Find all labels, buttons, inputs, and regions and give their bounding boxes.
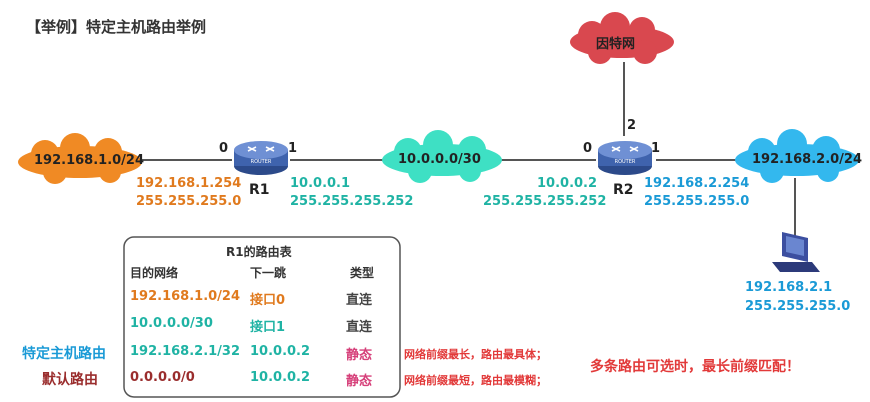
routing-table-header-dest: 目的网络	[130, 266, 179, 280]
routing-table-frame	[123, 236, 401, 398]
r2-port1: 1	[651, 141, 661, 156]
table-row-2-type: 直连	[346, 320, 373, 335]
table-row-4-type: 静态	[346, 374, 373, 389]
table-row-3-next: 10.0.0.2	[250, 344, 311, 359]
routing-table-title: R1的路由表	[226, 245, 292, 259]
table-row-3-type: 静态	[346, 348, 373, 363]
host-ip: 192.168.2.1	[745, 280, 833, 295]
router-r2-name: R2	[613, 182, 634, 198]
r2-if0-ip: 10.0.0.2	[537, 176, 598, 191]
r1-if0-ip: 192.168.1.254	[136, 176, 242, 191]
cloud-left-label: 192.168.1.0/24	[34, 153, 145, 168]
cloud-net-mid	[382, 130, 502, 183]
r2-if1-ip: 192.168.2.254	[644, 176, 750, 191]
table-row-1-dest: 192.168.1.0/24	[130, 289, 241, 304]
note-shortest-prefix: 网络前缀最短，路由最模糊；	[404, 374, 547, 387]
r2-port0: 0	[583, 141, 593, 156]
r2-if1-mask: 255.255.255.0	[644, 194, 750, 209]
r1-if0-mask: 255.255.255.0	[136, 194, 242, 209]
table-row-1-next: 接口0	[250, 293, 286, 308]
r1-port1: 1	[288, 141, 298, 156]
label-default-route: 默认路由	[42, 372, 98, 388]
table-row-3-dest: 192.168.2.1/32	[130, 344, 241, 359]
table-row-2-next: 接口1	[250, 320, 286, 335]
note-longest-prefix-match: 多条路由可选时，最长前缀匹配！	[590, 359, 800, 375]
r1-if1-ip: 10.0.0.1	[290, 176, 351, 191]
table-row-4-dest: 0.0.0.0/0	[130, 370, 195, 385]
r1-port0: 0	[219, 141, 229, 156]
table-row-4-next: 10.0.0.2	[250, 370, 311, 385]
cloud-internet-label: 因特网	[596, 37, 636, 52]
table-row-1-type: 直连	[346, 293, 373, 308]
cloud-right-label: 192.168.2.0/24	[752, 152, 863, 167]
router-r2-icon: ROUTER	[598, 141, 652, 175]
table-row-2-dest: 10.0.0.0/30	[130, 316, 213, 331]
cloud-net-left	[18, 133, 142, 184]
r1-if1-mask: 255.255.255.252	[290, 194, 414, 209]
label-host-route: 特定主机路由	[22, 346, 106, 362]
r2-port2: 2	[627, 118, 637, 133]
router-r1-icon-text: ROUTER	[251, 159, 272, 165]
cloud-net-right	[735, 129, 859, 183]
cloud-internet	[570, 12, 674, 64]
r2-if0-mask: 255.255.255.252	[483, 194, 607, 209]
host-computer-icon	[772, 232, 820, 272]
host-mask: 255.255.255.0	[745, 299, 851, 314]
router-r2-icon-text: ROUTER	[615, 159, 636, 165]
cloud-mid-label: 10.0.0.0/30	[398, 152, 481, 167]
router-r1-icon: ROUTER	[234, 141, 288, 175]
page-title: 【举例】特定主机路由举例	[26, 18, 207, 36]
note-longest-prefix: 网络前缀最长，路由最具体；	[404, 348, 547, 361]
routing-table-header-next: 下一跳	[250, 266, 287, 280]
router-r1-name: R1	[249, 182, 270, 198]
routing-table-header-type: 类型	[350, 266, 375, 280]
